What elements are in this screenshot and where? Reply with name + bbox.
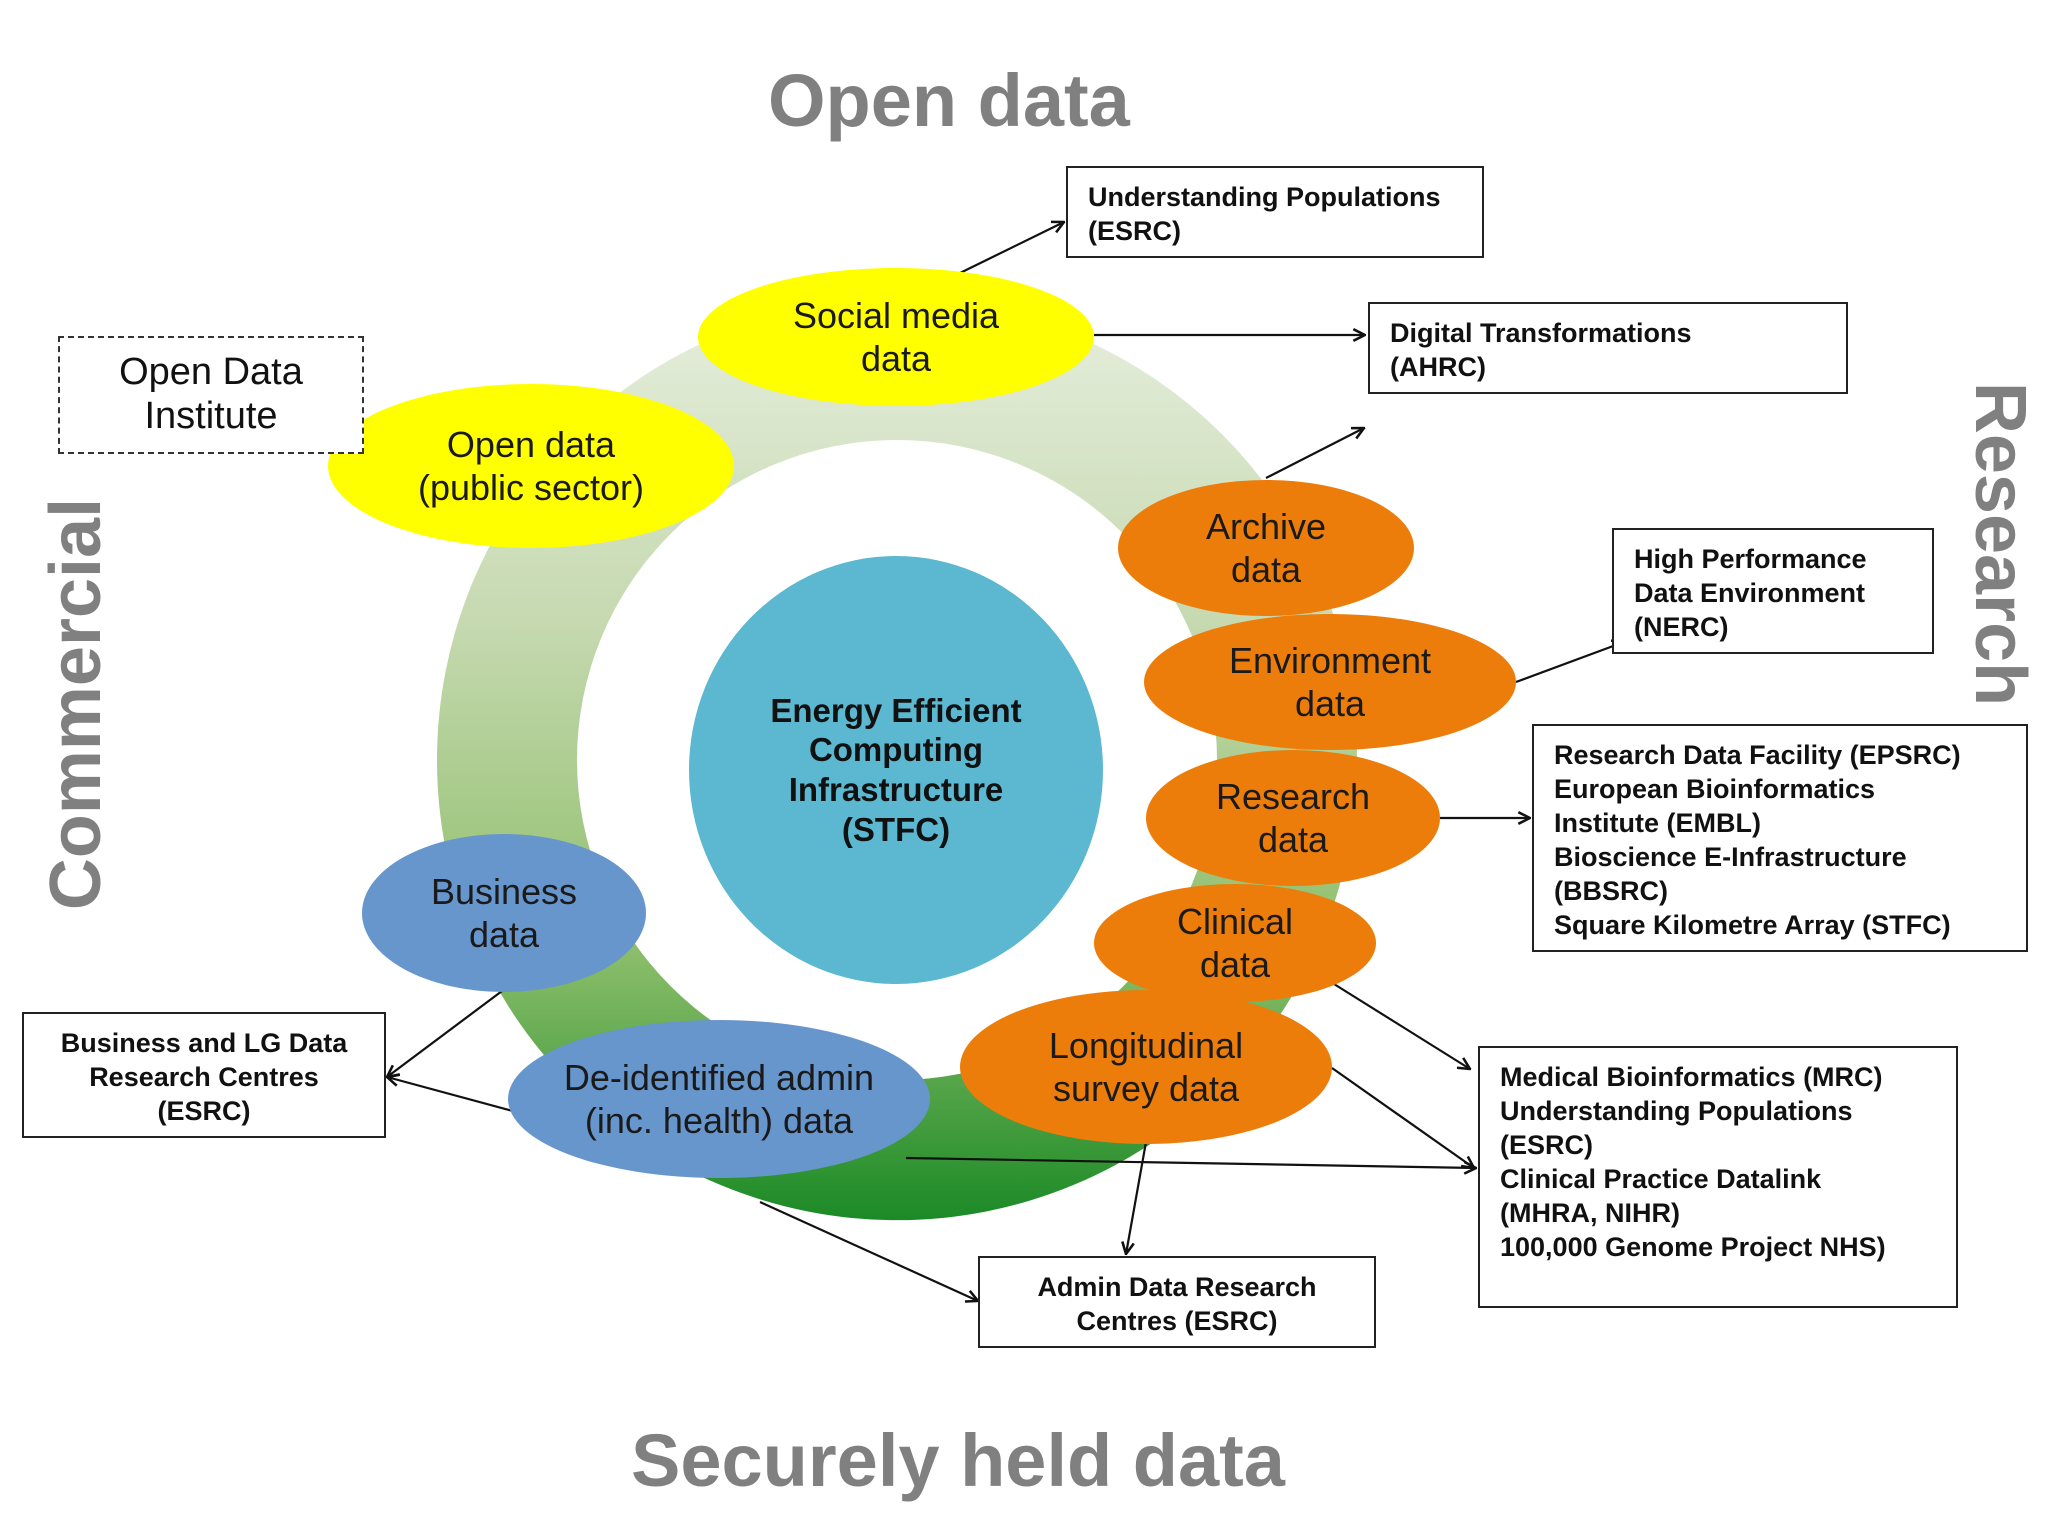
arrow-longitudinal-to-admin	[1126, 1141, 1148, 1254]
box-line: Admin Data Research	[1037, 1272, 1317, 1302]
core-line: (STFC)	[841, 810, 951, 848]
box-line: 100,000 Genome Project NHS)	[1500, 1232, 1886, 1263]
box-line: Open Data	[119, 351, 303, 394]
box-line: Digital Transformations	[1390, 318, 1692, 348]
core-line: Computing	[808, 731, 984, 769]
box-line: Medical Bioinformatics (MRC)	[1500, 1062, 1883, 1092]
box-line: High Performance	[1634, 544, 1867, 574]
box-medical-bioinformatics: Medical Bioinformatics (MRC) Understandi…	[1478, 1046, 1958, 1308]
core-line: Energy Efficient	[770, 691, 1022, 729]
ellipse-label: Business	[430, 870, 578, 912]
box-line: (ESRC)	[1088, 216, 1181, 247]
ellipse-label: Social media	[792, 294, 1000, 336]
box-line: Data Environment	[1634, 578, 1866, 609]
box-line: Centres (ESRC)	[1076, 1306, 1278, 1337]
ellipse-label: De-identified admin	[563, 1056, 875, 1098]
arrow-clinical-to-medical	[1333, 983, 1470, 1069]
box-line: (BBSRC)	[1554, 876, 1668, 907]
box-line: Institute	[144, 395, 278, 437]
arrow-business-to-lg	[387, 990, 503, 1077]
box-understanding-populations: Understanding Populations (ESRC)	[1066, 166, 1484, 258]
arrow-deidentified-to-admin	[759, 1200, 978, 1301]
ellipse-label: survey data	[1052, 1068, 1240, 1109]
box-line: Bioscience E-Infrastructure	[1554, 842, 1907, 873]
arrow-environment-to-hpc	[1515, 642, 1624, 684]
box-line: Institute (EMBL)	[1554, 808, 1761, 839]
box-line: Understanding Populations	[1500, 1096, 1853, 1127]
box-line: (ESRC)	[1500, 1130, 1593, 1161]
ellipse-open-data-public-sector: Open data(public sector)	[328, 384, 734, 548]
ellipse-label: Archive	[1205, 505, 1327, 547]
core-infrastructure: Energy Efficient Computing Infrastructur…	[689, 556, 1103, 984]
ellipse-label: (inc. health) data	[584, 1100, 854, 1141]
ellipse-label: data	[1257, 819, 1329, 860]
title-securely-held-data: Securely held data	[631, 1419, 1285, 1502]
box-line: Understanding Populations	[1088, 182, 1441, 212]
title-research: Research	[1960, 381, 2040, 707]
box-line: (NERC)	[1634, 612, 1729, 643]
arrow-social-to-understanding	[957, 222, 1064, 275]
ellipse-label: Research	[1215, 775, 1371, 817]
ellipse-label: data	[468, 914, 540, 955]
box-business-lg-data-research-centres: Business and LG Data Research Centres (E…	[22, 1012, 386, 1138]
ellipse-label: data	[1294, 683, 1366, 724]
box-digital-transformations: Digital Transformations (AHRC)	[1368, 302, 1848, 394]
box-open-data-institute: Open Data Institute	[58, 336, 364, 454]
box-line: Research Centres	[89, 1062, 319, 1093]
box-line: Clinical Practice Datalink	[1500, 1164, 1822, 1195]
box-high-performance-data-environment: High Performance Data Environment (NERC)	[1612, 528, 1934, 654]
ellipse-label: Environment	[1228, 639, 1432, 681]
box-research-data-facilities: Research Data Facility (EPSRC) European …	[1532, 724, 2028, 952]
ellipse-label: (public sector)	[417, 467, 645, 508]
title-open-data: Open data	[768, 59, 1130, 142]
box-line: Square Kilometre Array (STFC)	[1554, 910, 1951, 941]
arrow-archive-to-digital	[1265, 428, 1364, 479]
ellipse-label: data	[1230, 549, 1302, 590]
box-line: (AHRC)	[1390, 352, 1486, 383]
ellipse-label: Clinical	[1176, 900, 1294, 942]
arrow-deidentified-to-medical	[905, 1156, 1476, 1168]
arrow-longitudinal-to-medical	[1331, 1067, 1474, 1168]
box-line: European Bioinformatics	[1554, 774, 1876, 805]
ellipse-deidentified-admin-data: De-identified admin(inc. health) data	[508, 1020, 930, 1178]
title-commercial: Commercial	[36, 497, 116, 911]
ellipse-label: Open data	[446, 423, 616, 465]
box-line: Research Data Facility (EPSRC)	[1554, 740, 1961, 770]
ellipse-label: data	[860, 338, 932, 379]
core-line: Infrastructure	[788, 771, 1004, 808]
box-line: Business and LG Data	[60, 1028, 348, 1058]
box-line: (ESRC)	[157, 1096, 251, 1127]
box-admin-data-research-centres: Admin Data Research Centres (ESRC)	[978, 1256, 1376, 1348]
ellipse-label: Longitudinal	[1048, 1024, 1244, 1066]
box-line: (MHRA, NIHR)	[1500, 1198, 1680, 1229]
ellipse-label: data	[1199, 944, 1271, 985]
